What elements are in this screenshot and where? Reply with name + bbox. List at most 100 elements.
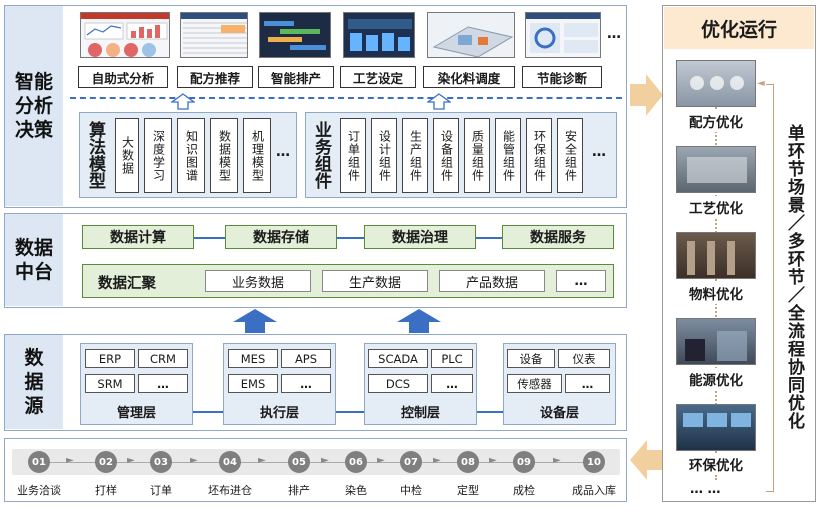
- thumbnails-more: …: [607, 26, 621, 42]
- thumbnail-recipe: [180, 12, 248, 58]
- machine-photo-icon: [687, 157, 747, 183]
- right-arrow-icon: [630, 74, 663, 116]
- optimize-material: 物料优化: [671, 282, 761, 304]
- step-circle-07: 07: [400, 451, 422, 473]
- data-aggregation-label: 数据汇聚: [98, 276, 156, 292]
- step-label-01: 业务洽谈: [17, 484, 61, 497]
- process-thumbnail-icon: [348, 19, 412, 51]
- step-label-10: 成品入库: [572, 484, 616, 497]
- optimize-process: 工艺优化: [671, 196, 761, 218]
- source-group-control-label: 控制层: [400, 406, 440, 421]
- step-label-07: 中检: [400, 484, 422, 497]
- decision-label: 智能分析决策: [5, 6, 63, 206]
- up-arrow-icon: [427, 93, 451, 110]
- biz-item-equipment: 设备组件: [433, 118, 459, 193]
- thumbnail-process: [343, 12, 415, 58]
- step-circle-01: 01: [28, 451, 50, 473]
- source-more-ctrl: …: [431, 374, 473, 393]
- chevron-right-icon: ►: [258, 455, 266, 466]
- product-data: 产品数据: [439, 270, 545, 292]
- biz-more: …: [592, 144, 606, 160]
- chevron-right-icon: ►: [489, 455, 497, 466]
- biz-item-design: 设计组件: [371, 118, 397, 193]
- optimize-side-text: 单环节场景／多环节／全流程协同优化: [784, 124, 804, 430]
- up-arrow-icon: [397, 309, 441, 333]
- module-smart-scheduling: 智能排产: [258, 66, 334, 88]
- step-label-02: 打样: [95, 484, 117, 497]
- source-mes: MES: [228, 349, 278, 368]
- chevron-right-icon: ►: [66, 455, 74, 466]
- left-arrow-icon: [630, 440, 663, 480]
- source-aps: APS: [281, 349, 331, 368]
- dashboard-thumbnail-icon: [81, 13, 169, 57]
- source-more-exec: …: [281, 374, 331, 393]
- sources-label: 数据源: [5, 335, 63, 429]
- source-crm: CRM: [138, 349, 188, 368]
- thumbnail-scheduling: [259, 12, 331, 58]
- platform-more: …: [556, 270, 606, 292]
- photo-energy: [676, 318, 756, 365]
- source-plc: PLC: [431, 349, 473, 368]
- module-process-setting: 工艺设定: [340, 66, 416, 88]
- module-energy-diagnosis: 节能诊断: [522, 66, 602, 88]
- platform-label: 数据中台: [5, 214, 63, 306]
- thumbnail-self-analysis: [80, 12, 170, 58]
- source-scada: SCADA: [368, 349, 428, 368]
- dashed-divider: [70, 97, 622, 99]
- energy-thumbnail-icon: [526, 13, 600, 53]
- biz-item-quality: 质量组件: [464, 118, 490, 193]
- photo-process: [676, 146, 756, 193]
- chevron-right-icon: ►: [433, 455, 441, 466]
- business-components-title: 业务组件: [311, 121, 331, 189]
- photo-recipe: [676, 60, 756, 107]
- step-label-05: 排产: [288, 484, 310, 497]
- source-meter: 仪表: [558, 349, 610, 368]
- step-label-09: 成检: [513, 484, 535, 497]
- source-erp: ERP: [85, 349, 135, 368]
- photo-material: [676, 232, 756, 279]
- process-line: [30, 462, 600, 463]
- source-group-management-label: 管理层: [116, 406, 156, 421]
- feedback-arrow-icon: ◄: [757, 78, 765, 89]
- step-circle-08: 08: [457, 451, 479, 473]
- algo-item-big-data: 大数据: [115, 118, 139, 193]
- thumbnail-dye-dispatch: [427, 12, 515, 58]
- step-circle-10: 10: [583, 451, 605, 473]
- optimize-recipe: 配方优化: [671, 110, 761, 132]
- source-group-equipment-label: 设备层: [539, 406, 579, 421]
- step-label-08: 定型: [457, 484, 479, 497]
- data-storage: 数据存储: [225, 225, 337, 249]
- algo-item-deep-learning: 深度学习: [144, 118, 172, 193]
- algo-item-knowledge-graph: 知识图谱: [177, 118, 205, 193]
- pipes-photo-icon: [687, 241, 735, 275]
- chevron-right-icon: ►: [127, 455, 135, 466]
- source-sensor: 传感器: [507, 374, 562, 393]
- optimize-energy: 能源优化: [671, 368, 761, 390]
- table-thumbnail-icon: [181, 13, 247, 54]
- step-label-04: 坯布进仓: [208, 484, 252, 497]
- photo-environment: [676, 404, 756, 451]
- source-more-equip: …: [565, 374, 610, 393]
- compute-connector-line: [160, 237, 540, 239]
- chevron-right-icon: ►: [190, 455, 198, 466]
- source-srm: SRM: [85, 374, 135, 393]
- algo-more: …: [276, 144, 290, 160]
- biz-item-order: 订单组件: [340, 118, 366, 193]
- feedback-line: [766, 84, 774, 492]
- biz-item-safety: 安全组件: [557, 118, 583, 193]
- source-more-mgmt: …: [138, 374, 188, 393]
- workshop-photo-icon: [685, 331, 747, 361]
- source-group-execution-label: 执行层: [259, 406, 299, 421]
- module-recipe-recommend: 配方推荐: [177, 66, 253, 88]
- step-circle-03: 03: [150, 451, 172, 473]
- data-governance: 数据治理: [364, 225, 476, 249]
- optimize-more: … …: [690, 482, 721, 497]
- algorithm-models-title: 算法模型: [85, 121, 105, 189]
- source-ems: EMS: [228, 374, 278, 393]
- production-data: 生产数据: [322, 270, 428, 292]
- step-circle-06: 06: [345, 451, 367, 473]
- data-service: 数据服务: [502, 225, 614, 249]
- optimize-title: 优化运行: [664, 7, 814, 49]
- lab-photo-icon: [690, 76, 744, 90]
- optimize-environment: 环保优化: [671, 453, 761, 475]
